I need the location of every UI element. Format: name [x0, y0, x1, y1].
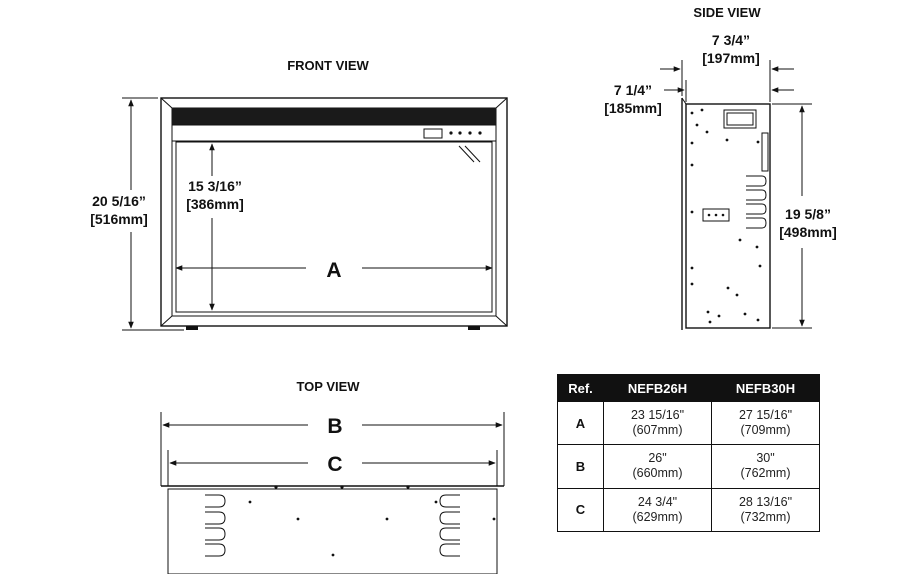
- front-width-ref: A: [326, 259, 341, 282]
- value-mm: (660mm): [632, 466, 683, 481]
- table-row: B 26"(660mm) 30"(762mm): [557, 444, 820, 489]
- top-view-drawing: [161, 485, 504, 574]
- front-inner-height-mm: [386mm]: [186, 196, 244, 212]
- dimension-table: Ref. NEFB26H NEFB30H A 23 15/16"(607mm) …: [557, 374, 820, 533]
- header-nefb26h: NEFB26H: [603, 374, 712, 402]
- top-width-b-ref: B: [327, 415, 342, 438]
- row-ref: C: [557, 487, 604, 533]
- front-view-drawing: [160, 97, 508, 330]
- side-view-title: SIDE VIEW: [693, 5, 761, 20]
- value-inches: 26": [648, 451, 667, 466]
- side-height-inches: 19 5/8”: [785, 206, 831, 222]
- row-value: 27 15/16"(709mm): [711, 400, 820, 446]
- row-value: 24 3/4"(629mm): [603, 487, 712, 533]
- table-header-row: Ref. NEFB26H NEFB30H: [557, 374, 820, 402]
- value-mm: (607mm): [632, 423, 683, 438]
- value-mm: (709mm): [740, 423, 791, 438]
- side-body-depth-dimension: [664, 80, 794, 102]
- row-value: 30"(762mm): [711, 444, 820, 489]
- side-depth-inches: 7 3/4”: [712, 32, 750, 48]
- side-body-depth-inches: 7 1/4”: [614, 82, 652, 98]
- top-width-c-ref: C: [327, 453, 342, 476]
- side-height-dimension: [772, 103, 812, 329]
- value-inches: 28 13/16": [738, 494, 793, 509]
- front-inner-height-inches: 15 3/16”: [188, 178, 242, 194]
- front-height-mm: [516mm]: [90, 211, 148, 227]
- side-height-mm: [498mm]: [779, 224, 837, 240]
- side-body-depth-mm: [185mm]: [604, 100, 662, 116]
- value-inches: 27 15/16": [738, 408, 793, 423]
- row-ref: B: [557, 444, 604, 489]
- header-ref: Ref.: [557, 374, 604, 402]
- row-value: 23 15/16"(607mm): [603, 400, 712, 446]
- row-value: 28 13/16"(732mm): [711, 487, 820, 533]
- value-inches: 24 3/4": [637, 494, 678, 509]
- side-depth-dimension: [660, 60, 794, 102]
- front-height-inches: 20 5/16”: [92, 193, 146, 209]
- table-row: A 23 15/16"(607mm) 27 15/16"(709mm): [557, 400, 820, 446]
- row-ref: A: [557, 400, 604, 446]
- value-mm: (629mm): [632, 509, 683, 524]
- side-view-drawing: [681, 97, 771, 330]
- top-width-c-dimension: [167, 450, 498, 486]
- value-inches: 30": [756, 451, 775, 466]
- front-height-dimension: [122, 97, 184, 331]
- table-row: C 24 3/4"(629mm) 28 13/16"(732mm): [557, 487, 820, 533]
- top-view-title: TOP VIEW: [296, 379, 360, 394]
- front-view-title: FRONT VIEW: [287, 58, 369, 73]
- value-inches: 23 15/16": [630, 408, 685, 423]
- row-value: 26"(660mm): [603, 444, 712, 489]
- header-nefb30h: NEFB30H: [711, 374, 820, 402]
- top-width-b-dimension: [160, 412, 505, 486]
- value-mm: (732mm): [740, 509, 791, 524]
- value-mm: (762mm): [740, 466, 791, 481]
- side-depth-mm: [197mm]: [702, 50, 760, 66]
